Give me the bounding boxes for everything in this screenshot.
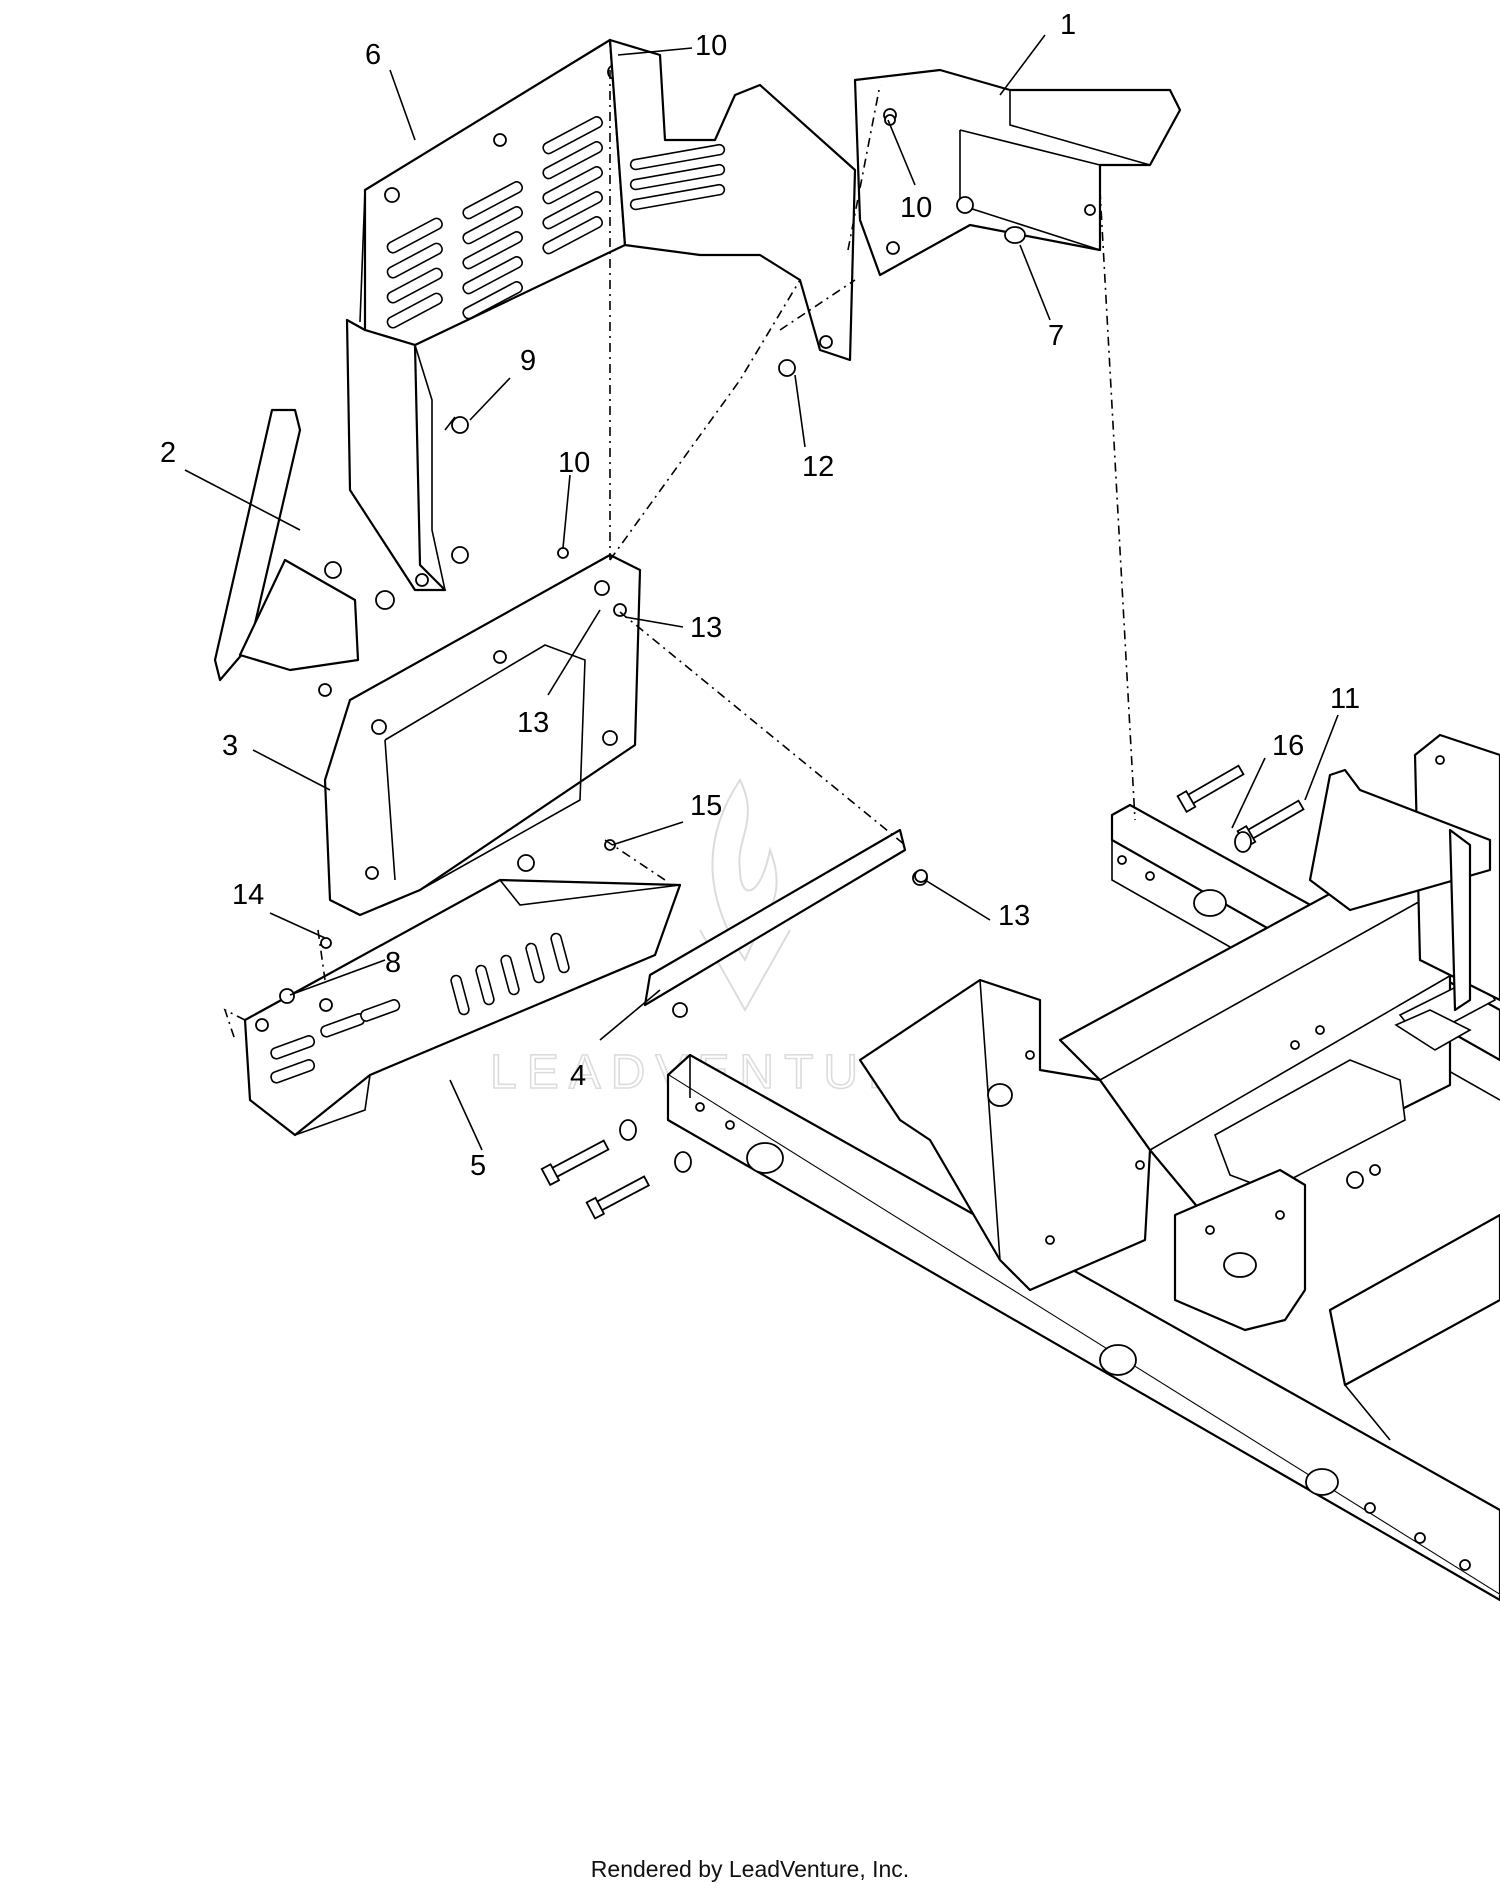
callout-labels: 1 2 3 4 5 6 7 8 9 10 10 10 11 12 13 13 1… — [160, 9, 1360, 1182]
footer-credit: Rendered by LeadVenture, Inc. — [590, 1856, 910, 1882]
callout-3: 3 — [222, 730, 238, 762]
assembly-lines — [223, 70, 1136, 1041]
callout-7: 7 — [1048, 320, 1064, 352]
center-shroud — [608, 38, 857, 362]
callout-9: 9 — [520, 345, 536, 377]
callout-15: 15 — [690, 790, 722, 822]
callout-2: 2 — [160, 437, 176, 469]
part-6-vented-panel — [345, 38, 627, 592]
callout-13-panel: 13 — [517, 707, 549, 739]
leader-lines — [184, 34, 1339, 1151]
callout-8: 8 — [385, 947, 401, 979]
callout-1: 1 — [1060, 9, 1076, 41]
callout-5: 5 — [470, 1150, 486, 1182]
callout-12: 12 — [802, 451, 834, 483]
callout-14: 14 — [232, 879, 264, 911]
part-3-control-panel — [323, 553, 642, 917]
frame-chassis — [666, 733, 1500, 1602]
part-2-side-bracket — [213, 408, 395, 697]
callout-4: 4 — [570, 1060, 586, 1092]
loose-hardware — [320, 114, 1305, 1220]
callout-11: 11 — [1330, 683, 1360, 715]
callout-6: 6 — [365, 39, 381, 71]
callout-13-strip: 13 — [998, 900, 1030, 932]
callout-10-top: 10 — [695, 30, 727, 62]
part-4-strip — [643, 828, 928, 1018]
callout-16: 16 — [1272, 730, 1304, 762]
callout-10-bracket: 10 — [900, 192, 932, 224]
callout-10-panel: 10 — [558, 447, 590, 479]
part-5-lower-cover — [243, 854, 682, 1137]
callout-13-right: 13 — [690, 612, 722, 644]
part-1-top-bracket — [853, 68, 1182, 277]
